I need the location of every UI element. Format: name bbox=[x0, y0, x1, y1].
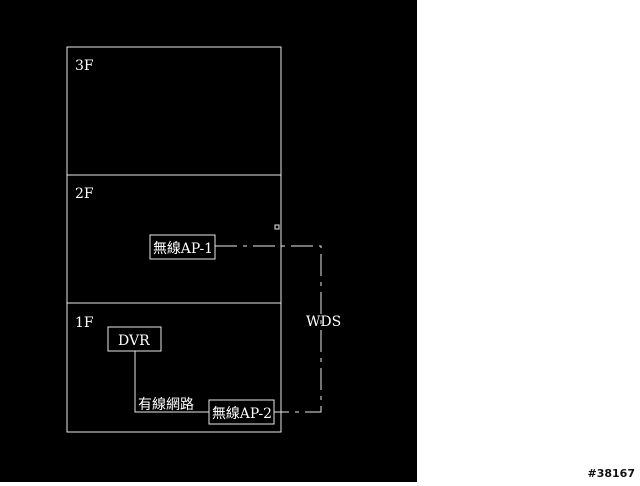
selection-grip[interactable] bbox=[274, 224, 280, 230]
floor-plan-diagram: 3F 2F 1F 無線AP-1 無線AP-2 DVR 有線網路 WDS bbox=[66, 46, 341, 433]
cad-canvas: 3F 2F 1F 無線AP-1 無線AP-2 DVR 有線網路 WDS bbox=[0, 0, 417, 482]
ap1-label: 無線AP-1 bbox=[153, 241, 213, 257]
floor-label-2f: 2F bbox=[75, 186, 94, 202]
wds-link-label: WDS bbox=[306, 314, 341, 330]
floor-label-1f: 1F bbox=[75, 315, 94, 331]
building-outline bbox=[66, 46, 282, 433]
wired-link-label: 有線網路 bbox=[138, 397, 194, 413]
ap1-box bbox=[149, 234, 216, 260]
wired-link-line bbox=[134, 351, 209, 413]
floor-label-3f: 3F bbox=[75, 58, 94, 74]
ap2-label: 無線AP-2 bbox=[212, 406, 272, 422]
watermark-id: #38167 bbox=[587, 467, 636, 480]
wds-link-line bbox=[215, 245, 322, 413]
dvr-label: DVR bbox=[118, 333, 150, 349]
